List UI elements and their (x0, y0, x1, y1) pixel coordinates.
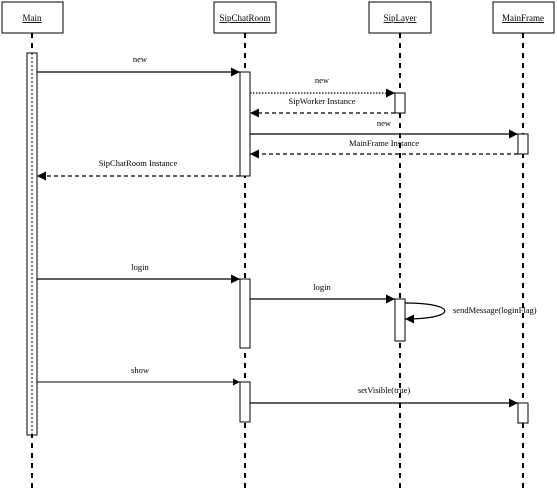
activation-sipchatroom (239, 71, 251, 177)
message-label: login (131, 262, 149, 272)
message-label: show (131, 365, 150, 375)
activation-sipchatroom (239, 381, 251, 423)
message-label: new (315, 75, 330, 85)
message-label: SipChatRoom Instance (99, 158, 178, 168)
participant-name: MainFrame (502, 13, 544, 23)
participant-sipchatroom: SipChatRoom (213, 1, 277, 34)
message-sipworker-instance-return: SipWorker Instance (250, 96, 395, 118)
message-login-sipchatroom-to-siplayer: login (250, 282, 395, 304)
activation-mainframe (517, 402, 529, 424)
activation-siplayer (394, 298, 406, 342)
message-label: setVisible(true) (358, 385, 411, 395)
participant-mainframe: MainFrame (492, 1, 555, 34)
message-mainframe-instance-return: MainFrame Instance (250, 138, 518, 159)
message-label: sendMessage(loginFlag) (453, 305, 537, 315)
message-show-main-to-sipchatroom: show (37, 365, 240, 386)
message-label: new (133, 54, 148, 64)
participant-name: Main (23, 13, 42, 23)
message-login-main-to-sipchatroom: login (37, 262, 240, 284)
participant-name: SipChatRoom (219, 13, 270, 23)
message-label: login (313, 282, 331, 292)
activation-sipchatroom (239, 278, 251, 349)
message-sipchatroom-instance-return: SipChatRoom Instance (37, 158, 240, 181)
message-setvisible-sipchatroom-to-mainframe: setVisible(true) (250, 385, 518, 408)
participant-siplayer: SipLayer (368, 1, 432, 34)
message-new-main-to-sipchatroom: new (37, 54, 240, 77)
participant-main: Main (1, 1, 64, 34)
participant-name: SipLayer (384, 13, 417, 23)
message-label: new (377, 118, 392, 128)
activation-mainframe (517, 133, 529, 155)
activation-main (26, 52, 38, 436)
message-new-sipchatroom-to-siplayer: new (250, 75, 395, 98)
message-sendmessage-self: sendMessage(loginFlag) (404, 302, 537, 324)
message-new-sipchatroom-to-mainframe: new (250, 118, 518, 139)
message-label: SipWorker Instance (288, 96, 355, 106)
activation-siplayer (394, 92, 406, 114)
message-label: MainFrame Instance (349, 138, 419, 148)
